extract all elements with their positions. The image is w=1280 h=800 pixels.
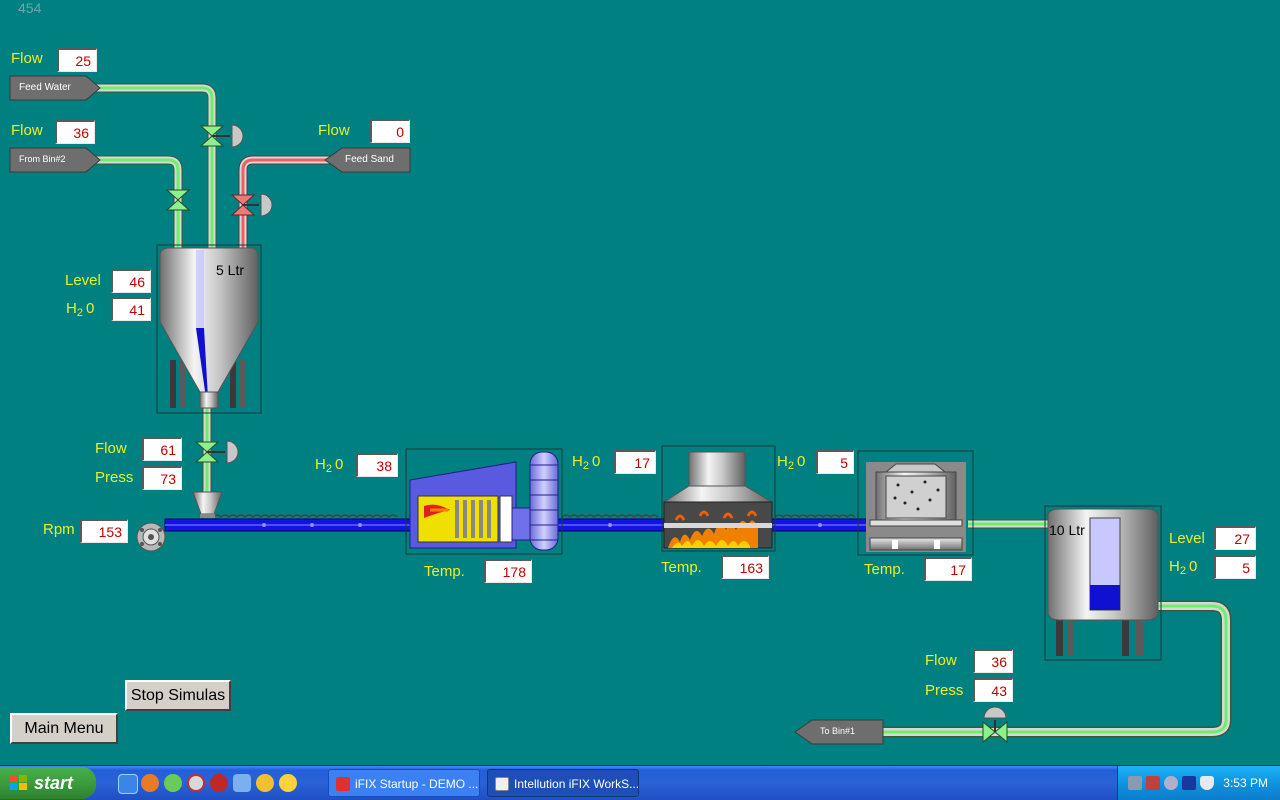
main-menu-button[interactable]: Main Menu bbox=[10, 713, 118, 744]
outlet-valve[interactable] bbox=[194, 440, 239, 464]
ifix-startup-icon bbox=[336, 777, 350, 791]
discharge-press-label: Press bbox=[925, 682, 964, 699]
furnace-h2o-value[interactable]: 17 bbox=[614, 450, 656, 474]
start-label: start bbox=[34, 773, 74, 793]
task-ifix-startup[interactable]: iFIX Startup - DEMO ... bbox=[328, 769, 480, 797]
to-bin1-tag[interactable]: To Bin#1 bbox=[820, 726, 856, 736]
storage-tank-level-label: Level bbox=[1169, 530, 1205, 547]
furnace-temp-label: Temp. bbox=[661, 559, 702, 576]
bin2-flow-label: Flow bbox=[11, 122, 43, 139]
feed-water-valve[interactable] bbox=[199, 124, 244, 148]
windows-flag-icon bbox=[10, 775, 28, 791]
dryer[interactable] bbox=[405, 448, 563, 555]
mix-tank-level-value[interactable]: 46 bbox=[111, 269, 151, 293]
outlet-press-value[interactable]: 73 bbox=[142, 466, 182, 490]
bin2-valve[interactable] bbox=[165, 189, 191, 211]
messenger-icon[interactable] bbox=[164, 774, 182, 792]
cooler-h2o-value[interactable]: 5 bbox=[816, 450, 854, 474]
dryer-temp-label: Temp. bbox=[424, 563, 465, 580]
discharge-flow-label: Flow bbox=[925, 652, 957, 669]
feed-water-tag[interactable]: Feed Water bbox=[19, 82, 71, 93]
storage-tank[interactable] bbox=[1044, 505, 1162, 661]
shield-icon[interactable] bbox=[1200, 776, 1214, 790]
outlet-flow-value[interactable]: 61 bbox=[142, 437, 182, 461]
dryer-temp-value[interactable]: 178 bbox=[484, 559, 532, 583]
process-graphic bbox=[9, 75, 1232, 745]
ie-icon[interactable] bbox=[118, 774, 138, 794]
feed-sand-flow-label: Flow bbox=[318, 122, 350, 139]
feed-water-flow-value[interactable]: 25 bbox=[57, 48, 97, 72]
discharge-valve[interactable] bbox=[982, 706, 1008, 744]
stop-simulation-button[interactable]: Stop Simulas bbox=[125, 680, 231, 711]
bin2-tag[interactable]: From Bin#2 bbox=[19, 154, 66, 164]
feed-sand-tag[interactable]: Feed Sand bbox=[345, 154, 394, 165]
start-button[interactable]: start bbox=[0, 767, 96, 799]
furnace-temp-value[interactable]: 163 bbox=[721, 555, 769, 579]
feed-water-tag-shape bbox=[9, 75, 101, 101]
conveyor-rpm-value[interactable]: 153 bbox=[80, 519, 128, 543]
firefox-icon[interactable] bbox=[141, 774, 159, 792]
outlet-press-label: Press bbox=[95, 469, 134, 486]
cooler-temp-value[interactable]: 17 bbox=[924, 557, 972, 581]
media-icon[interactable] bbox=[210, 774, 228, 792]
furnace[interactable] bbox=[661, 445, 776, 552]
security-icon[interactable] bbox=[1182, 776, 1196, 790]
feed-water-pipe bbox=[95, 83, 217, 248]
storage-tank-level-value[interactable]: 27 bbox=[1214, 526, 1256, 550]
mix-tank-capacity: 5 Ltr bbox=[216, 262, 245, 278]
conveyor-rpm-label: Rpm bbox=[43, 521, 75, 538]
feed-sand-valve[interactable] bbox=[230, 193, 273, 217]
feed-water-flow-label: Flow bbox=[11, 50, 43, 67]
feed-sand-flow-value[interactable]: 0 bbox=[370, 119, 410, 143]
network-disconnected-icon[interactable] bbox=[1146, 776, 1160, 790]
smiley-icon[interactable] bbox=[279, 774, 297, 792]
cooler[interactable] bbox=[857, 450, 974, 556]
bin2-pipe bbox=[95, 155, 183, 248]
discharge-press-value[interactable]: 43 bbox=[973, 678, 1013, 702]
discharge-pipe bbox=[882, 600, 1232, 738]
feed-sand-tag-shape bbox=[324, 147, 411, 173]
speaker-icon[interactable] bbox=[1164, 776, 1178, 790]
taskbar: start iFIX Startup - DEMO ... Intellutio… bbox=[0, 765, 1280, 800]
mix-tank[interactable] bbox=[156, 244, 262, 414]
cooler-temp-label: Temp. bbox=[864, 561, 905, 578]
drive-motor[interactable] bbox=[136, 522, 166, 552]
mix-tank-level-label: Level bbox=[65, 272, 101, 289]
system-tray: 3:53 PM bbox=[1117, 766, 1280, 800]
bin2-tag-shape bbox=[9, 147, 101, 173]
task-ifix-workspace[interactable]: Intellution iFIX WorkS... bbox=[487, 769, 639, 797]
dryer-h2o-value[interactable]: 38 bbox=[356, 453, 398, 477]
hopper bbox=[192, 491, 223, 518]
to-bin1-tag-shape bbox=[794, 719, 884, 745]
feed-sand-pipe bbox=[238, 155, 330, 248]
storage-tank-capacity: 10 Ltr bbox=[1049, 522, 1085, 538]
clock[interactable]: 3:53 PM bbox=[1223, 776, 1268, 790]
discharge-flow-value[interactable]: 36 bbox=[973, 649, 1013, 673]
mix-tank-h2o-value[interactable]: 41 bbox=[111, 297, 151, 321]
screen-id: 454 bbox=[18, 0, 42, 16]
ifix-workspace-icon bbox=[495, 777, 509, 791]
player-icon[interactable] bbox=[256, 774, 274, 792]
outlet-flow-label: Flow bbox=[95, 440, 127, 457]
bin2-flow-value[interactable]: 36 bbox=[55, 120, 95, 144]
process-display: 454 Flow 25 Feed Water Flow 36 From Bin#… bbox=[9, 0, 1256, 745]
network-icon[interactable] bbox=[1128, 776, 1142, 790]
opera-icon[interactable] bbox=[187, 774, 205, 792]
storage-tank-h2o-value[interactable]: 5 bbox=[1214, 555, 1256, 579]
desktop-icon[interactable] bbox=[233, 774, 251, 792]
